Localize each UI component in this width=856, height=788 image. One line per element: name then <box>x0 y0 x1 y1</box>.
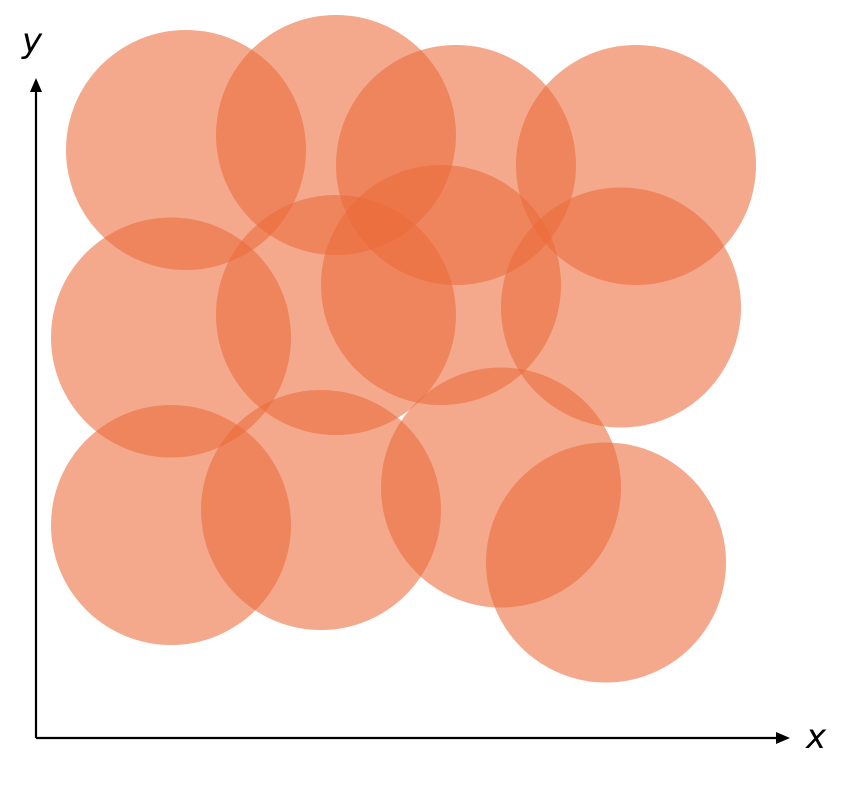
data-point-8 <box>501 187 741 428</box>
y-axis <box>30 78 42 738</box>
x-axis-arrowhead <box>776 732 790 744</box>
y-axis-label: y <box>21 21 43 61</box>
x-axis-label: x <box>805 717 827 757</box>
data-point-10 <box>201 390 441 630</box>
data-point-12 <box>486 442 726 683</box>
y-axis-arrowhead <box>30 78 42 92</box>
data-point-7 <box>321 165 561 405</box>
points-layer <box>51 15 756 683</box>
x-axis <box>36 732 790 744</box>
